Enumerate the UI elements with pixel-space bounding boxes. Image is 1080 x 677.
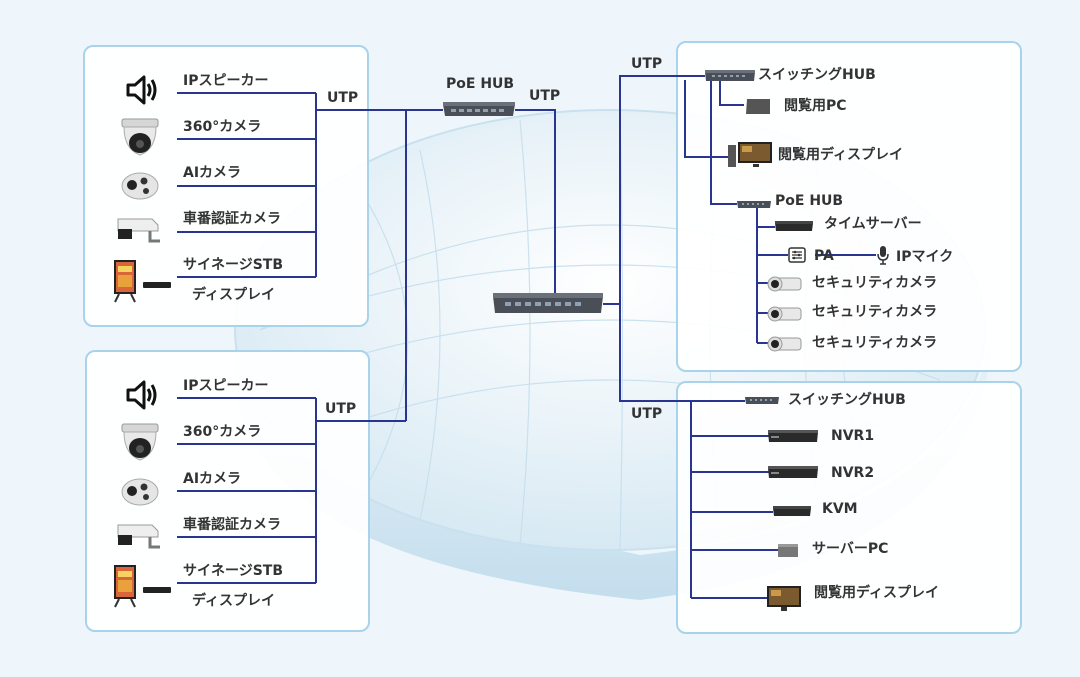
right-top-panel (676, 41, 1022, 372)
poe-hub-icon (443, 102, 515, 116)
time-server-icon (775, 221, 813, 231)
device-label: IPスピーカー (183, 378, 269, 394)
bullet-camera-icon (117, 524, 160, 549)
monitor-icon (728, 142, 772, 167)
core-switch-icon (493, 293, 603, 313)
speaker-icon (126, 380, 157, 410)
device-label: サーバーPC (812, 541, 889, 557)
device-label: セキュリティカメラ (812, 335, 938, 351)
utp-label: UTP (631, 56, 663, 72)
device-label: サイネージSTB (183, 563, 284, 579)
signage-display-icon (114, 260, 171, 303)
poe-hub-label: PoE HUB (775, 193, 844, 209)
ai-camera-icon (121, 478, 159, 506)
poe-hub-icon (737, 201, 771, 208)
device-label: 閲覧用PC (784, 98, 847, 114)
kvm-icon (773, 506, 811, 516)
speaker-icon (126, 75, 157, 105)
device-label: タイムサーバー (824, 216, 922, 232)
device-label: 閲覧用ディスプレイ (778, 147, 904, 163)
poe-hub-label: PoE HUB (446, 76, 515, 92)
device-label: セキュリティカメラ (812, 304, 938, 320)
device-label: セキュリティカメラ (812, 275, 938, 291)
bullet-camera-icon (117, 218, 160, 243)
device-label: 閲覧用ディスプレイ (814, 585, 940, 601)
device-label: IPマイク (896, 249, 954, 265)
server-pc-icon (778, 544, 798, 557)
device-label: 車番認証カメラ (183, 211, 281, 227)
switching-hub-label: スイッチングHUB (788, 392, 906, 408)
security-camera-icon (767, 276, 802, 292)
dome-camera-icon (121, 423, 159, 461)
nvr-icon (768, 430, 818, 442)
device-label: AIカメラ (183, 165, 242, 181)
nvr-icon (768, 466, 818, 478)
security-camera-icon (767, 306, 802, 322)
monitor-icon (767, 586, 801, 611)
pc-icon (746, 99, 770, 114)
display-label: ディスプレイ (192, 593, 276, 609)
device-label: 車番認証カメラ (183, 517, 281, 533)
device-label: 360°カメラ (183, 119, 262, 135)
utp-label: UTP (631, 406, 663, 422)
display-label: ディスプレイ (192, 287, 276, 303)
device-label: PA (814, 248, 834, 264)
utp-label: UTP (325, 401, 357, 417)
microphone-icon (877, 246, 889, 265)
security-camera-icon (767, 336, 802, 352)
device-label: AIカメラ (183, 471, 242, 487)
switching-hub-icon (745, 397, 779, 404)
ai-camera-icon (121, 172, 159, 200)
signage-display-icon (114, 565, 171, 608)
dome-camera-icon (121, 118, 159, 156)
device-label: NVR1 (831, 428, 875, 444)
pa-mixer-icon (788, 247, 806, 263)
switching-hub-icon (705, 70, 755, 81)
switching-hub-label: スイッチングHUB (758, 67, 876, 83)
device-label: サイネージSTB (183, 257, 284, 273)
device-label: KVM (822, 501, 858, 517)
device-label: NVR2 (831, 465, 875, 481)
device-label: IPスピーカー (183, 73, 269, 89)
utp-label: UTP (529, 88, 561, 104)
utp-label: UTP (327, 90, 359, 106)
device-label: 360°カメラ (183, 424, 262, 440)
